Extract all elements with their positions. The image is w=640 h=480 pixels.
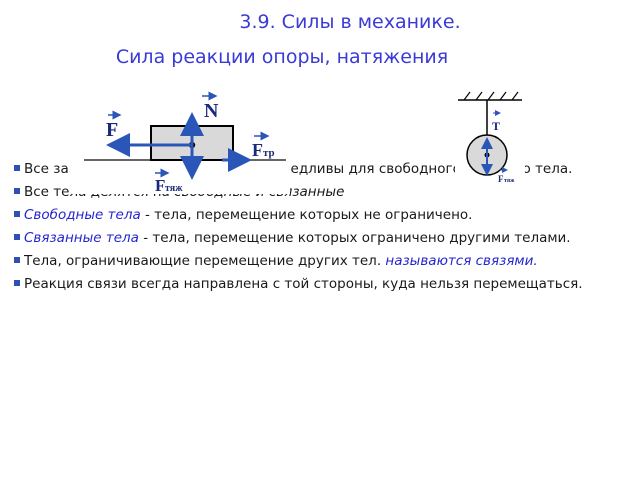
page-title: 3.9. Силы в механике.	[239, 11, 461, 33]
bullet-text-3-hl: Свободные тела	[24, 207, 141, 223]
label-Fsmall: F	[498, 174, 504, 184]
label-Ftyazh-sub: тяж	[165, 183, 183, 194]
bullet-text-5-pre: Тела, ограничивающие перемещение других …	[24, 253, 386, 269]
label-Ftr: F	[252, 140, 263, 160]
bullet-item-5: Тела, ограничивающие перемещение других …	[14, 253, 634, 270]
bullet-item-6: Реакция связи всегда направлена с той ст…	[14, 276, 634, 293]
label-T: T	[492, 119, 500, 133]
bullet-text-4-hl: Связанные тела	[24, 230, 139, 246]
label-Ftyazh: F	[155, 176, 165, 195]
bullet-text-6: Реакция связи всегда направлена с той ст…	[24, 276, 583, 292]
bullet-list: Все законы механики Ньютона справедливы …	[14, 161, 634, 299]
bullet-item-4: Связанные тела - тела, перемещение котор…	[14, 230, 634, 247]
bullet-text-4-post: - тела, перемещение которых ограничено д…	[138, 230, 571, 246]
bullet-item-3: Свободные тела - тела, перемещение котор…	[14, 207, 634, 224]
label-N: N	[204, 100, 219, 122]
bullet-text-5-hl: называются связями.	[385, 253, 538, 269]
label-Fsmall-sub: тяж	[504, 178, 515, 184]
page-subtitle: Сила реакции опоры, натяжения	[115, 46, 449, 68]
label-F: F	[106, 119, 118, 141]
bullet-text-3-post: - тела, перемещение которых не ограничен…	[140, 207, 473, 223]
ceiling-hatching	[463, 91, 519, 101]
label-Ftr-sub: тр	[263, 147, 275, 159]
